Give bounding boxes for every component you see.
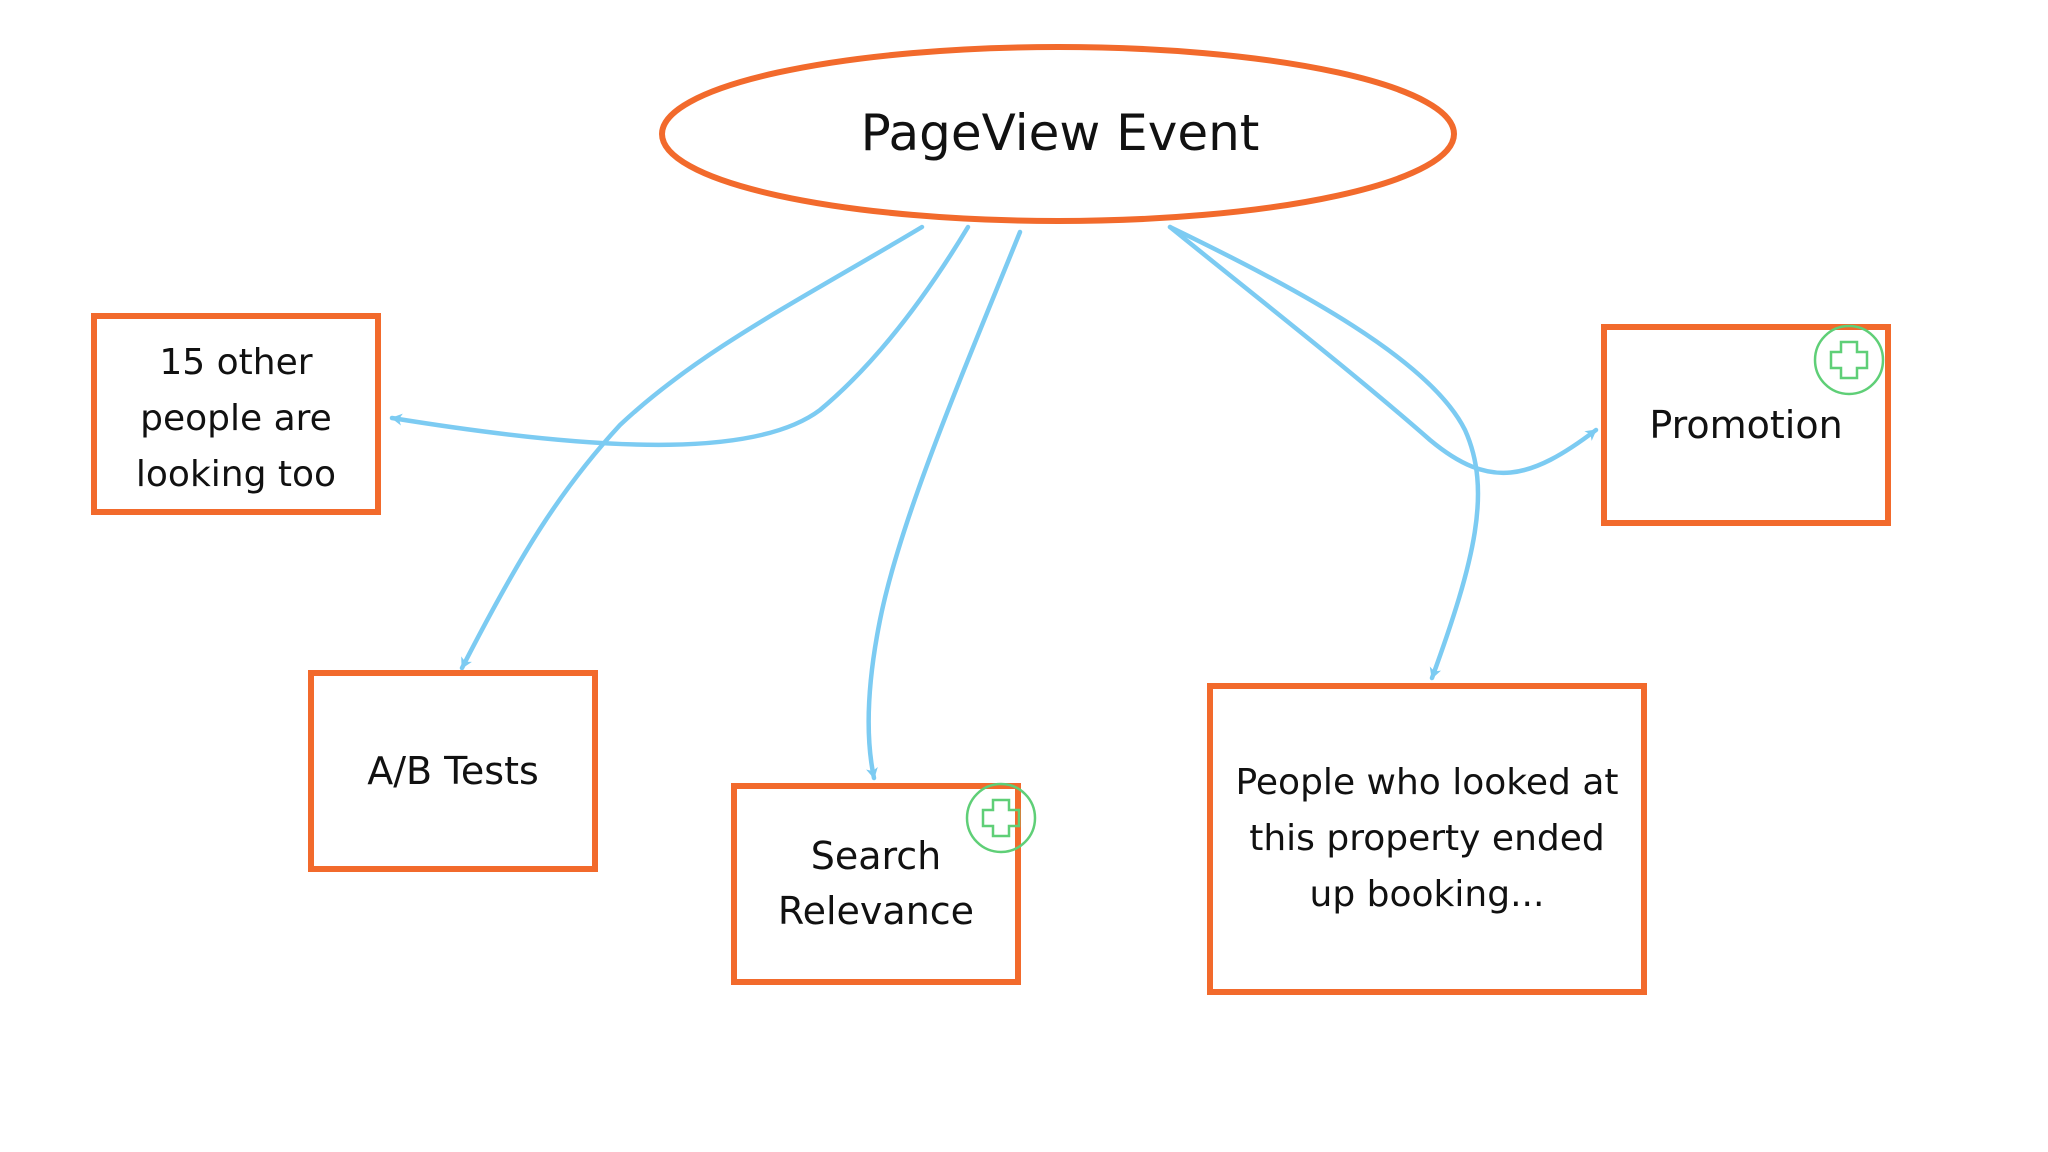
node-search-relevance-box[interactable] [731, 783, 1021, 985]
edge-to-booked-after [1167, 224, 1481, 681]
root-node-ellipse[interactable] [659, 44, 1457, 224]
edge-to-ab-tests [459, 224, 925, 671]
node-others-looking-box[interactable] [91, 313, 381, 515]
plus-circle-icon[interactable] [1813, 324, 1885, 396]
node-promotion-label: Promotion [1649, 402, 1843, 447]
edge-to-promotion [1167, 224, 1599, 476]
node-search-relevance-label: Search Relevance [777, 833, 975, 933]
node-promotion-box[interactable] [1601, 324, 1891, 526]
node-booked-after-label: People who looked at this property ended… [1235, 762, 1619, 915]
edge-to-others-looking [389, 224, 971, 448]
node-ab-tests-label: A/B Tests [367, 748, 539, 793]
node-others-looking-label: 15 other people are looking too [135, 342, 337, 495]
root-node-label: PageView Event [860, 104, 1260, 162]
plus-circle-icon[interactable] [965, 782, 1037, 854]
node-ab-tests-box[interactable] [308, 670, 598, 872]
node-booked-after-box[interactable] [1207, 683, 1647, 995]
edge-to-search-relevance [866, 229, 1023, 781]
